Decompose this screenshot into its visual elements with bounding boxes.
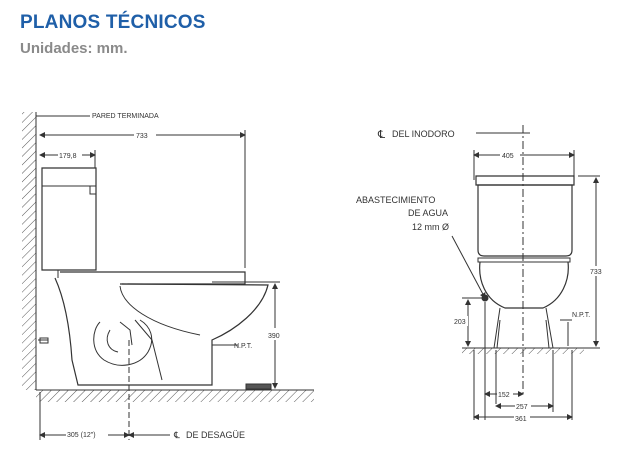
front-floor-label: N.P.T. bbox=[572, 312, 590, 319]
supply-label-line1: ABASTECIMIENTO bbox=[356, 195, 435, 205]
floor-hatch bbox=[36, 390, 314, 402]
base-width-label: 257 bbox=[516, 404, 528, 411]
rough-in-label: 305 (12") bbox=[67, 432, 96, 439]
supply-label-line3: 12 mm Ø bbox=[412, 222, 449, 232]
front-centerline-label: DEL INODORO bbox=[392, 129, 455, 139]
tank-offset-label: 179,8 bbox=[59, 153, 77, 160]
front-centerline-symbol: ℄ bbox=[377, 129, 385, 141]
supply-height-label: 203 bbox=[454, 319, 466, 326]
front-view bbox=[451, 125, 600, 420]
drain-label: DE DESAGÜE bbox=[186, 430, 245, 440]
total-width-label: 361 bbox=[515, 416, 527, 423]
front-height-label: 733 bbox=[590, 269, 602, 276]
drain-centerline-symbol: ℄ bbox=[173, 430, 180, 440]
side-height-label: 390 bbox=[268, 333, 280, 340]
side-depth-label: 733 bbox=[136, 133, 148, 140]
side-view bbox=[22, 112, 314, 440]
page-title: PLANOS TÉCNICOS bbox=[20, 12, 206, 33]
units-subtitle: Unidades: mm. bbox=[20, 40, 128, 57]
supply-offset-label: 152 bbox=[498, 392, 510, 399]
supply-label-line2: DE AGUA bbox=[408, 208, 448, 218]
wall-hatch bbox=[22, 112, 36, 390]
tank-width-label: 405 bbox=[502, 153, 514, 160]
side-floor-label: N.P.T. bbox=[234, 343, 252, 350]
wall-label: PARED TERMINADA bbox=[92, 113, 159, 120]
